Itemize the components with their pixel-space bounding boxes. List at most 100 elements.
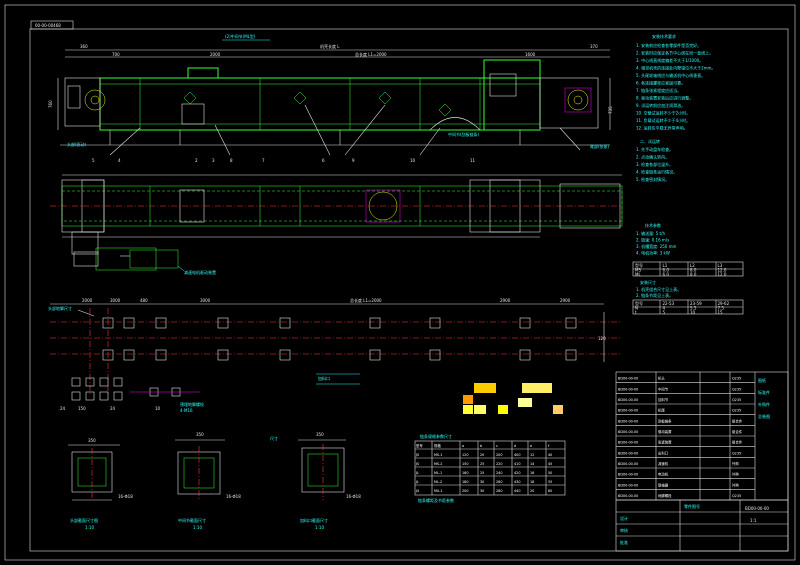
plan-note: 120 (598, 336, 606, 341)
param_table1-cell: ML (635, 272, 641, 277)
part-name: 电动机 (658, 472, 669, 477)
side-label: 标准件 (758, 389, 770, 395)
note2-line: 5. 检查密封情况。 (636, 176, 669, 182)
part-material: 组合件 (732, 429, 743, 434)
svg-text:11: 11 (470, 158, 476, 163)
svg-text:7: 7 (262, 158, 265, 163)
dim-2000: 2000 (210, 52, 221, 57)
front-elevation: 360 700 2000 机壳长度 L 总长度 L1=2000 1600 370… (48, 33, 613, 163)
part-material: Q235 (732, 451, 741, 455)
tech-line: 3. 机槽宽度: 250 mm (636, 243, 677, 249)
part-code: BD00-00-00 (618, 387, 638, 391)
dim-total-length: 总长度 L1=2000 (355, 51, 387, 57)
note2-line: 4. 检查链条运行情况。 (636, 169, 677, 175)
spec-cell: 430 (514, 480, 520, 484)
part-name: 出料口 (658, 450, 668, 455)
param_table1-header-cell: 型号 (635, 262, 643, 268)
spec-cell: MS-2 (434, 462, 442, 466)
spec-cell: 14 (530, 462, 534, 466)
svg-text:16-Φ18: 16-Φ18 (346, 494, 361, 499)
part-name: 联轴器 (658, 482, 669, 487)
part-name: 张紧装置 (658, 440, 672, 445)
svg-text:3: 3 (212, 158, 215, 163)
note-line: 4. 相邻机壳的连接处内壁错位不大于2mm。 (636, 65, 715, 71)
spec-cell: 30 (480, 489, 484, 493)
spec-cell: MX-1 (434, 489, 442, 493)
param_table1-cell: 6.0 (663, 272, 670, 277)
plan-total: 总长度 L1=2000 (350, 297, 382, 303)
param_table1-cell: MS (635, 268, 641, 273)
spec-cell: 55 (548, 480, 552, 484)
param_table2-cell: N (635, 306, 638, 311)
tech-line: 4. 电机功率: 3 kW (636, 250, 670, 256)
svg-text:批准: 批准 (620, 539, 628, 545)
drawing-number: 00-00-00468 (35, 23, 61, 28)
param_table1-header-cell: L2 (690, 263, 695, 268)
dim-700: 700 (112, 52, 120, 57)
note-line: 2. 安装时应保证各节中心线在同一直线上。 (636, 50, 713, 56)
foot-note-1: 预埋地脚螺栓 (180, 401, 204, 407)
color-legend-blocks (463, 383, 563, 414)
footer-scale: 1:1 (750, 518, 757, 523)
param_table2-header-cell: 29-62 (718, 301, 730, 306)
foundation-plan: 2000 3000 480 3000 总长度 L1=2000 2900 2900… (48, 297, 620, 413)
spec-cell: 40 (548, 453, 552, 457)
svg-text:24: 24 (110, 406, 116, 411)
param-line: 2. 链条节距见上表。 (636, 292, 673, 298)
param_table1-header-cell: L3 (718, 263, 723, 268)
param_table2-cell: 7.5 (718, 306, 725, 311)
spec-cell: 200 (462, 489, 468, 493)
svg-text:9: 9 (352, 158, 355, 163)
param-line: 1. 机壳组合尺寸见上表。 (636, 286, 681, 292)
part-name: 驱动装置 (658, 429, 672, 434)
note-line: 6. 各连接螺栓应紧固可靠。 (636, 80, 685, 86)
param_table2-cell: 10 (690, 310, 696, 315)
spec-cell: 20 (530, 489, 534, 493)
svg-text:8: 8 (230, 158, 233, 163)
foot-left-label: 头部地脚尺寸 (48, 305, 72, 311)
section-2-name: 中间节截面尺寸 (178, 517, 206, 523)
spec-cell: 25 (480, 462, 484, 466)
dim-height-right: 735 (608, 106, 613, 114)
part-code: BD00-00-00 (618, 430, 638, 434)
notes-block: 安装技术要求 1. 安装前应检查各零部件是否完好。2. 安装时应保证各节中心线在… (632, 33, 744, 315)
svg-text:2000: 2000 (82, 298, 93, 303)
spec-cell: JL (415, 480, 419, 484)
spec-cell: 45 (548, 462, 552, 466)
tech-line: 2. 链速: 0.16 m/s (636, 237, 669, 243)
section-2-scale: 1:10 (193, 525, 202, 530)
inlet-label: 加料口 (318, 375, 330, 381)
note-line: 10. 空载试运转不少于2小时。 (636, 110, 690, 116)
part-material: Q235 (732, 387, 741, 391)
svg-text:2900: 2900 (560, 298, 571, 303)
note-line: 8. 驱动装置安装后应进行调整。 (636, 95, 693, 101)
svg-text:10: 10 (410, 158, 416, 163)
label-front-left: 头部(驱动) (67, 141, 87, 147)
spec-cell: MS-1 (434, 453, 442, 457)
param_table2-header-cell: 22-53 (663, 301, 675, 306)
spec-cell: 260 (496, 480, 502, 484)
spec-cell: JX (415, 489, 420, 493)
notes-title: 安装技术要求 (652, 33, 676, 39)
part-code: BD00-00-00 (618, 494, 638, 498)
spec-header-cell: a (462, 444, 464, 448)
part-code: BD00-00-00 (618, 398, 638, 402)
label-front-right: 尾部(张紧) (590, 143, 610, 149)
drawing-frame (29, 28, 789, 552)
dim-left: 360 (80, 44, 88, 49)
spec-header-cell: e (530, 444, 532, 448)
param_table1-header-cell: L1 (663, 263, 668, 268)
svg-text:审核: 审核 (620, 527, 628, 533)
part-material: Q235 (732, 398, 741, 402)
svg-text:6: 6 (322, 158, 325, 163)
note-line: 3. 中心线直线度偏差不大于1/1000。 (636, 57, 703, 63)
drawing-number-tag (30, 20, 74, 30)
part-code: BD00-00-00 (618, 377, 638, 381)
svg-text:350: 350 (196, 432, 204, 437)
svg-text:16-Φ18: 16-Φ18 (226, 494, 241, 499)
param_table2-header-cell: 型号 (635, 300, 643, 306)
svg-text:5: 5 (92, 158, 95, 163)
svg-text:150: 150 (78, 406, 86, 411)
sheet-border (4, 4, 796, 561)
